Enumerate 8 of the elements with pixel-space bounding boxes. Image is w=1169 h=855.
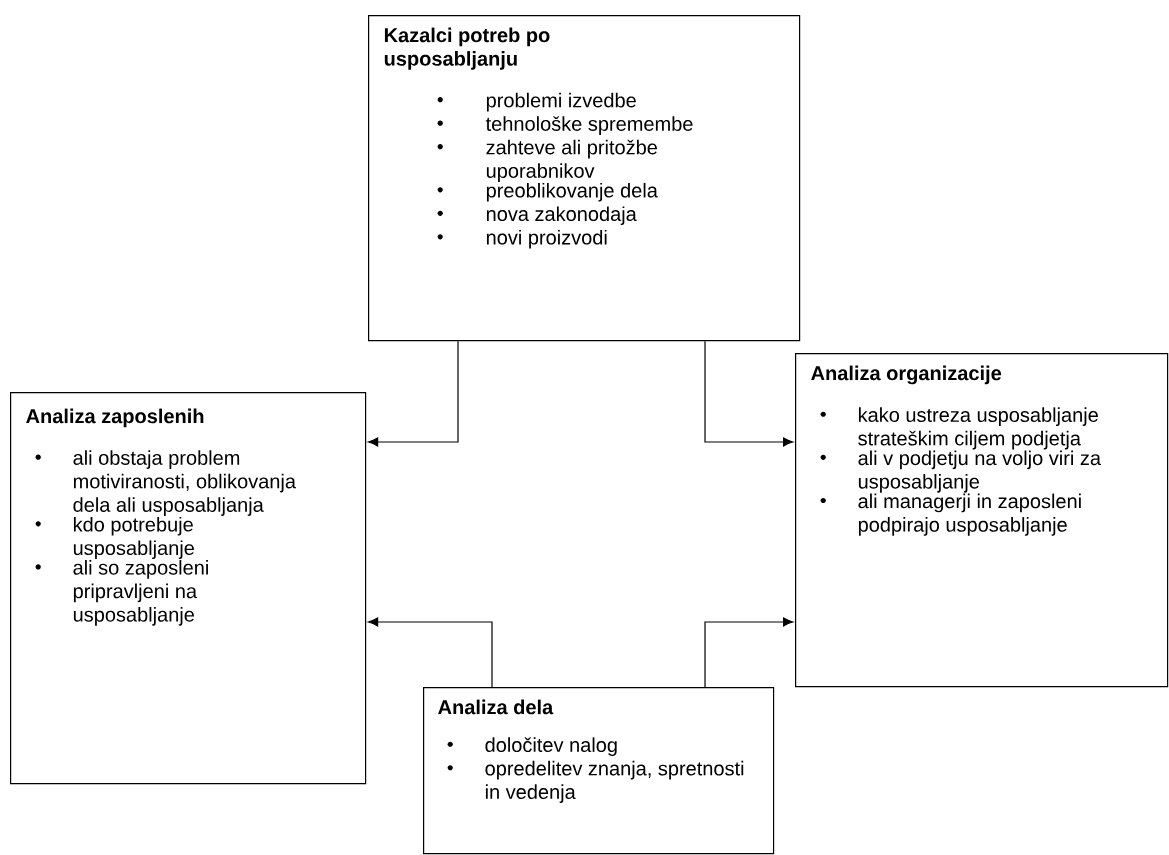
info-box: Analiza organizacije kako ustreza usposabljanje strateškim ciljem podjetja ali v podjetju na voljo viri za usposabljanje ali managerji in zaposleni podpirajo usposabljanje [795, 353, 1169, 688]
info-box: Kazalci potreb po usposabljanju problemi izvedbe tehnološke spremembe zahteve ali pritožbe uporabnikov preoblikovanje dela nova zakonodaja novi proizvodi [368, 15, 801, 342]
arrow [704, 340, 794, 447]
arrow [704, 617, 794, 688]
info-box: Analiza dela določitev nalog opredelitev znanja, spretnosti in vedenja [423, 687, 775, 855]
info-box: Analiza zaposlenih ali obstaja problem motiviranosti, oblikovanja dela ali usposabljanja kdo potrebuje usposabljanje ali so zaposleni pripravljeni na usposabljanje [10, 392, 367, 785]
arrow [367, 617, 493, 688]
arrow [367, 340, 459, 447]
